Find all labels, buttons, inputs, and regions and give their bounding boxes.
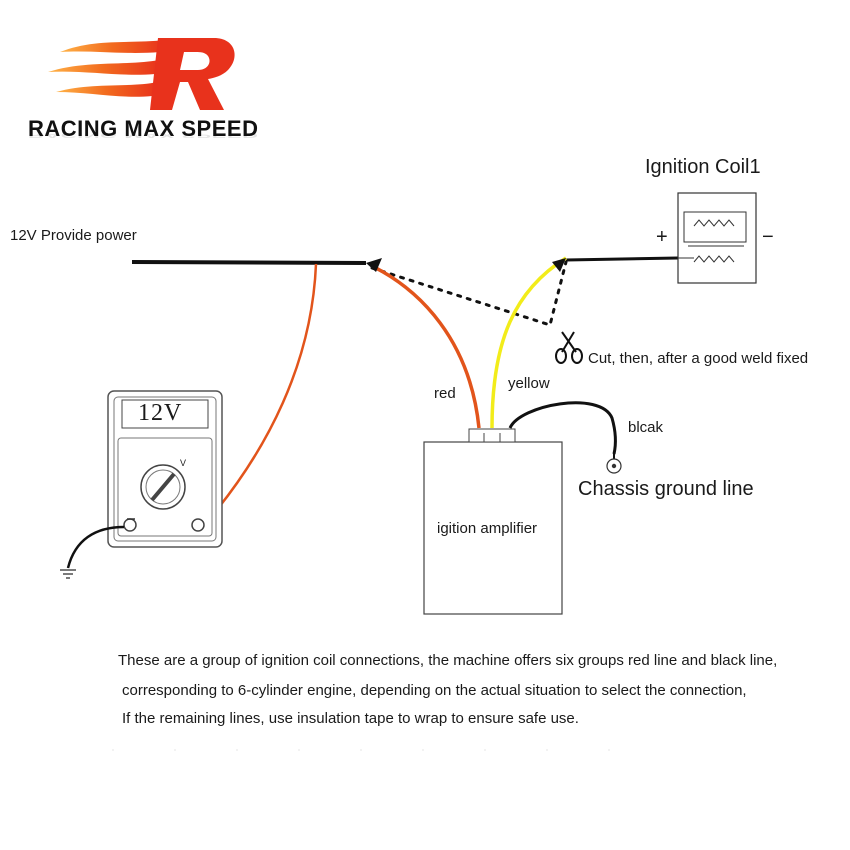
black-probe-wire bbox=[66, 525, 125, 569]
logo-r-letter bbox=[150, 38, 235, 110]
amplifier-box bbox=[423, 441, 563, 615]
power-bus-line bbox=[131, 260, 367, 265]
scissors-icon bbox=[555, 331, 583, 364]
ground-symbol-icon bbox=[60, 569, 76, 579]
red-wire-amplifier bbox=[371, 264, 481, 429]
ignition-coil bbox=[677, 192, 757, 284]
brand-name: RACING MAX SPEED bbox=[28, 116, 259, 141]
amplifier-connector bbox=[468, 428, 516, 443]
yellow-wire-label: yellow bbox=[508, 375, 550, 392]
description-line-1: These are a group of ignition coil conne… bbox=[118, 652, 778, 669]
black-wire-label: blcak bbox=[628, 419, 664, 436]
red-wire-arrowhead bbox=[366, 258, 382, 272]
brand-name-reflection: RACING MAX SPEED bbox=[28, 131, 259, 140]
red-wire-label: red bbox=[434, 385, 456, 402]
coil-negative-label: − bbox=[762, 226, 774, 248]
coil-title: Ignition Coil1 bbox=[645, 156, 761, 178]
logo-flame-1 bbox=[60, 40, 165, 53]
meter-unit-label: V bbox=[180, 458, 187, 468]
description-line-2: corresponding to 6-cylinder engine, depe… bbox=[122, 682, 747, 699]
amplifier-label: igition amplifier bbox=[437, 520, 538, 537]
chassis-ground-label: Chassis ground line bbox=[578, 478, 754, 500]
logo-flame-2 bbox=[48, 60, 160, 75]
power-label: 12V Provide power bbox=[10, 227, 137, 244]
brand-logo bbox=[48, 38, 235, 110]
description-line-3: If the remaining lines, use insulation t… bbox=[122, 710, 579, 727]
ring-terminal-icon bbox=[606, 452, 622, 474]
logo-flame-3 bbox=[56, 82, 158, 97]
meter-display-value: 12V bbox=[138, 400, 183, 426]
yellow-wire-arrowhead bbox=[552, 258, 566, 272]
cut-instruction: Cut, then, after a good weld fixed bbox=[588, 350, 809, 367]
red-wire-meter bbox=[199, 263, 318, 531]
multimeter bbox=[107, 390, 223, 548]
meter-pos-jack bbox=[191, 518, 205, 532]
meter-neg-jack bbox=[123, 518, 137, 532]
black-wire-ground bbox=[508, 401, 617, 455]
yellow-wire bbox=[490, 256, 567, 429]
coil-positive-label: + bbox=[656, 226, 668, 248]
coil-terminal-line bbox=[565, 256, 679, 262]
meter-display bbox=[121, 399, 209, 429]
dotted-cut-line bbox=[370, 260, 568, 327]
